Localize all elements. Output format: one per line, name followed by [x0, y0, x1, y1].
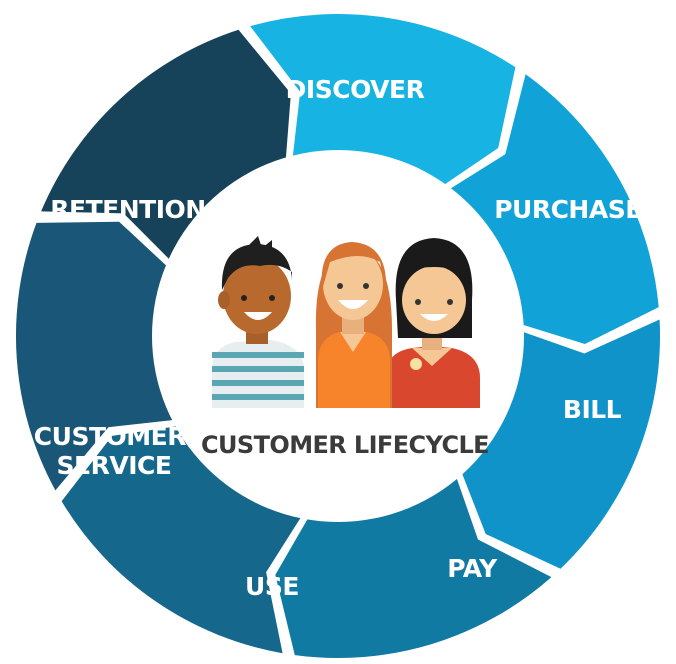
label-retention: RETENTION — [50, 195, 205, 224]
label-use: USE — [245, 572, 299, 601]
segment-discover — [250, 14, 516, 193]
segment-use — [61, 424, 309, 654]
people-illustration — [206, 236, 488, 412]
woman-icon — [315, 242, 392, 412]
segment-customer-service — [15, 221, 188, 491]
segment-retention — [41, 29, 291, 270]
label-purchase: PURCHASE — [494, 195, 642, 224]
label-customer-service: CUSTOMER SERVICE — [34, 422, 194, 480]
label-bill: BILL — [563, 395, 622, 424]
label-discover: DISCOVER — [286, 75, 425, 104]
segment-purchase — [438, 74, 659, 345]
girl-icon — [386, 238, 480, 412]
boy-icon — [212, 236, 304, 412]
center-title: CUSTOMER LIFECYCLE — [201, 431, 489, 459]
label-pay: PAY — [447, 554, 498, 583]
